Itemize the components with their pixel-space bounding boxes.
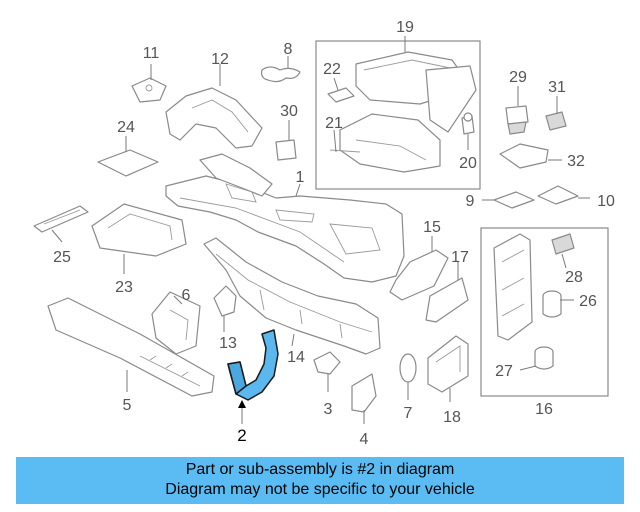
callout-32: 32 bbox=[567, 153, 585, 170]
part-13-clip[interactable] bbox=[213, 285, 237, 317]
callout-26: 26 bbox=[579, 293, 597, 310]
part-30-switch[interactable] bbox=[275, 139, 297, 161]
callout-21: 21 bbox=[325, 115, 343, 132]
callout-13: 13 bbox=[219, 335, 237, 352]
banner-line-disclaimer: Diagram may not be specific to your vehi… bbox=[165, 481, 475, 498]
part-19-armrest-lid[interactable] bbox=[355, 51, 477, 133]
part-22-latch[interactable] bbox=[327, 87, 355, 103]
callout-10: 10 bbox=[597, 193, 615, 210]
part-14-frame[interactable] bbox=[203, 237, 381, 355]
callout-28: 28 bbox=[565, 269, 583, 286]
callout-24: 24 bbox=[117, 119, 135, 136]
part-9-pad[interactable] bbox=[493, 191, 535, 209]
part-17-cover[interactable] bbox=[425, 277, 469, 323]
part-10-pad[interactable] bbox=[537, 185, 579, 205]
part-3-clip[interactable] bbox=[313, 351, 341, 375]
part-8-seal[interactable] bbox=[261, 66, 301, 83]
part-21-tray[interactable] bbox=[329, 113, 441, 173]
callout-23: 23 bbox=[115, 279, 133, 296]
part-28-knob[interactable] bbox=[551, 233, 575, 255]
part-18-pocket[interactable] bbox=[427, 335, 469, 393]
part-4-pad[interactable] bbox=[351, 373, 377, 413]
callout-30: 30 bbox=[280, 103, 298, 120]
part-2-highlighted-bracket[interactable] bbox=[227, 329, 279, 401]
part-23-storage-bin[interactable] bbox=[91, 203, 187, 257]
callout-5: 5 bbox=[123, 397, 132, 414]
callout-11: 11 bbox=[143, 45, 160, 62]
callout-27: 27 bbox=[495, 363, 513, 380]
callout-9: 9 bbox=[466, 193, 475, 210]
part-6-bracket[interactable] bbox=[151, 291, 201, 355]
callout-18: 18 bbox=[443, 409, 461, 426]
callout-1: 1 bbox=[296, 169, 305, 186]
part-25-trim-strip[interactable] bbox=[33, 205, 89, 233]
part-5-side-panel[interactable] bbox=[47, 297, 215, 397]
callout-22: 22 bbox=[323, 61, 341, 78]
part-11-cap[interactable] bbox=[131, 77, 167, 103]
part-7-cap[interactable] bbox=[399, 353, 417, 383]
part-26-socket[interactable] bbox=[542, 290, 562, 318]
callout-3: 3 bbox=[324, 401, 333, 418]
part-32-bracket[interactable] bbox=[499, 143, 549, 169]
part-24-mat[interactable] bbox=[97, 149, 159, 177]
callout-29: 29 bbox=[509, 69, 527, 86]
part-15-duct[interactable] bbox=[389, 249, 449, 301]
callout-17: 17 bbox=[451, 249, 469, 266]
info-banner: Part or sub-assembly is #2 in diagram Di… bbox=[16, 457, 624, 504]
part-31-button[interactable] bbox=[545, 111, 567, 131]
callout-2: 2 bbox=[237, 426, 246, 445]
callout-7: 7 bbox=[404, 405, 413, 422]
callout-14: 14 bbox=[287, 349, 305, 366]
callout-6: 6 bbox=[182, 287, 191, 304]
part-2-arrow-icon bbox=[238, 400, 246, 408]
callout-4: 4 bbox=[360, 431, 369, 448]
part-20-clip[interactable] bbox=[461, 112, 475, 135]
callout-15: 15 bbox=[423, 219, 441, 236]
callout-31: 31 bbox=[548, 79, 566, 96]
part-1-console-body[interactable] bbox=[165, 153, 405, 283]
callout-12: 12 bbox=[211, 51, 229, 68]
callout-19: 19 bbox=[396, 19, 414, 36]
callout-25: 25 bbox=[53, 249, 71, 266]
part-12-bracket[interactable] bbox=[165, 87, 263, 149]
part-29-socket[interactable] bbox=[505, 105, 529, 135]
callout-20: 20 bbox=[459, 155, 477, 172]
banner-line-part-number: Part or sub-assembly is #2 in diagram bbox=[185, 461, 455, 478]
callout-16: 16 bbox=[535, 401, 553, 418]
part-16-switch-panel[interactable] bbox=[493, 233, 533, 341]
part-27-lighter[interactable] bbox=[534, 346, 554, 370]
callout-8: 8 bbox=[284, 41, 293, 58]
